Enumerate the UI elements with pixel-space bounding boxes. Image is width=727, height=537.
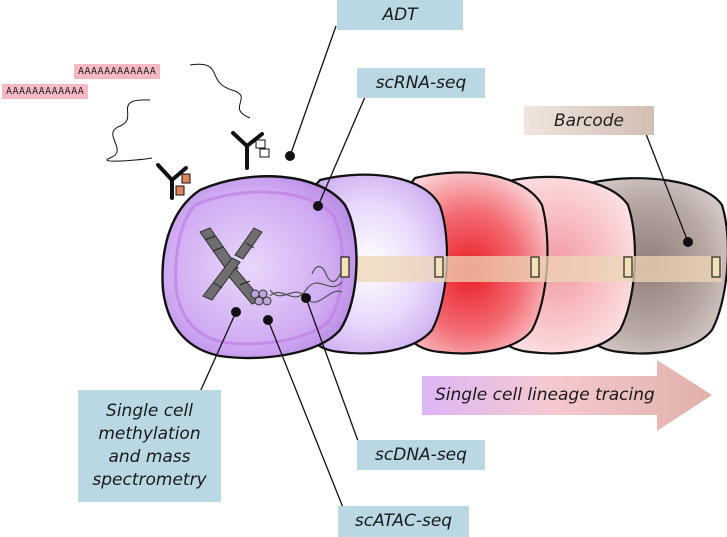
leader-lines xyxy=(199,25,689,511)
oligo-tail xyxy=(106,99,153,162)
barcode-tag-icon xyxy=(340,256,721,278)
poly-a-tail-label: AAAAAAAAAAAA xyxy=(2,84,89,99)
antibody-icon xyxy=(156,131,264,200)
lineage-arrow xyxy=(422,360,712,431)
label-scrna-seq: scRNA-seq xyxy=(357,68,485,98)
label-scatac-seq: scATAC-seq xyxy=(338,506,469,537)
label-scdna-seq: scDNA-seq xyxy=(357,440,485,470)
cell-purple xyxy=(161,175,358,360)
label-adt: ADT xyxy=(337,0,463,30)
label-methylation-line: Single cell xyxy=(106,401,193,422)
leader-dots xyxy=(231,151,693,325)
label-methylation-line: and mass xyxy=(108,447,191,467)
label-methylation-line: spectrometry xyxy=(92,469,207,490)
label-barcode: Barcode xyxy=(524,106,654,135)
poly-a-tail-label: AAAAAAAAAAAA xyxy=(74,64,161,79)
label-lineage-tracing: Single cell lineage tracing xyxy=(435,385,655,405)
oligo-tail xyxy=(189,63,251,119)
label-methylation: Single cell methylation and mass spectro… xyxy=(78,390,221,502)
nucleosome-icon xyxy=(250,289,272,306)
label-methylation-line: methylation xyxy=(98,424,201,445)
antibody-tag xyxy=(175,139,270,196)
